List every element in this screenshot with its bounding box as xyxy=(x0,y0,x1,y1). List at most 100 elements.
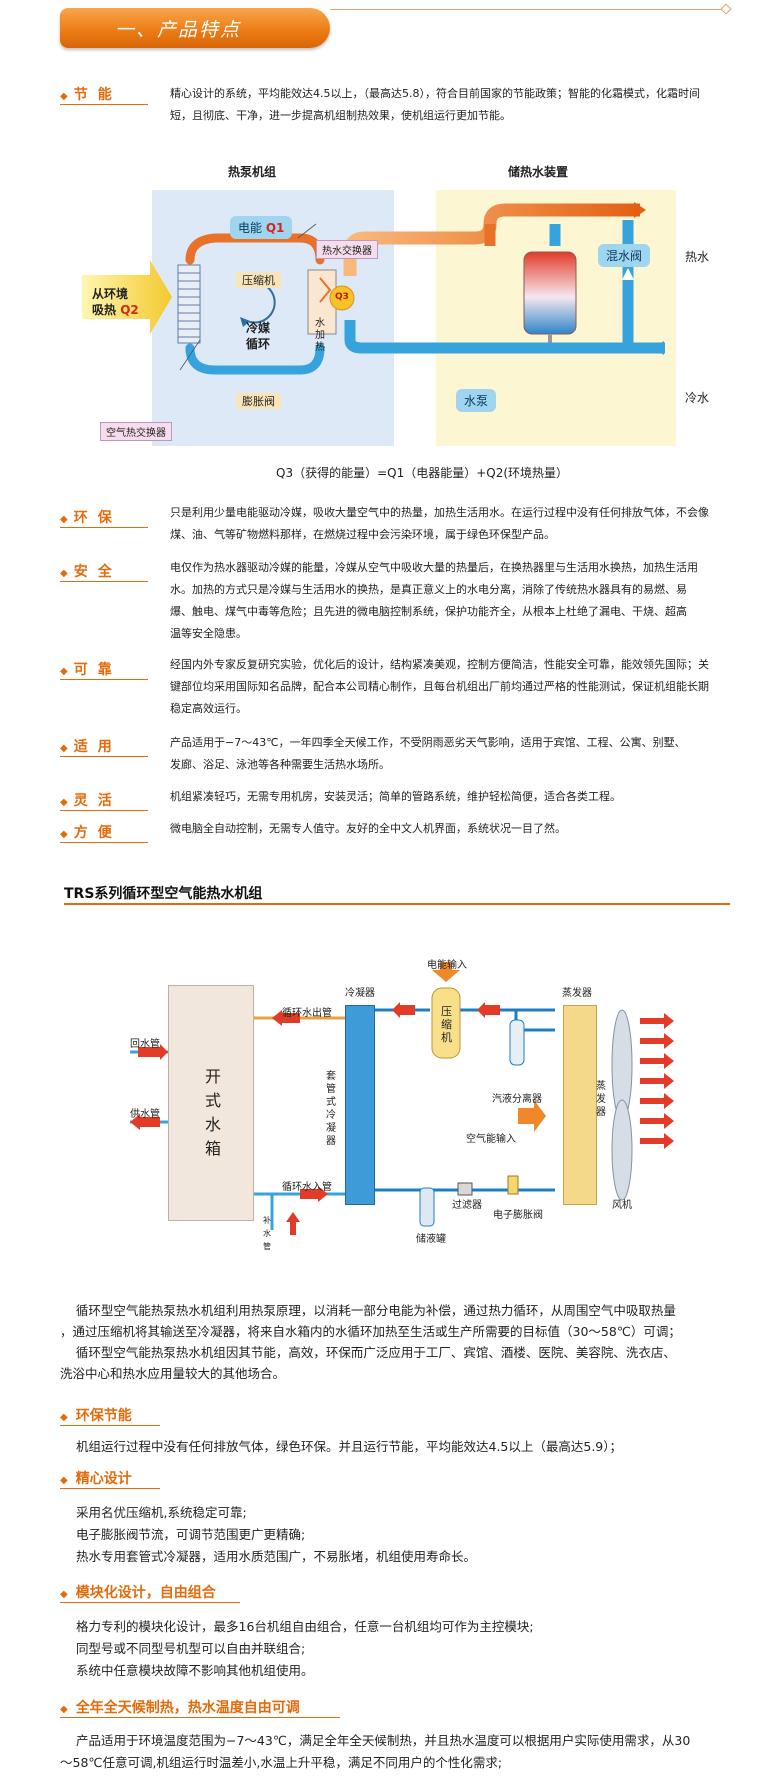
filter-label: 过滤器 xyxy=(452,1200,482,1211)
evaporator-block xyxy=(563,1005,597,1205)
env-line: 从环境 xyxy=(92,287,129,301)
feature-underline xyxy=(60,104,148,105)
text-line: 稳定高效运行。 xyxy=(170,702,247,715)
feature-text-energy: 精心设计的系统，平均能效达4.5以上，（最高达5.8），符合目前国家的节能政策；… xyxy=(170,83,725,127)
q1-label: Q1 xyxy=(265,221,285,235)
feature-underline xyxy=(60,842,148,843)
cold-refrigerant-pipe xyxy=(185,343,325,375)
exhaust-arrows xyxy=(640,1013,674,1149)
subsection-title: 模块化设计，自由组合 xyxy=(75,1585,216,1601)
tube-condenser-label: 套管式冷凝器 xyxy=(326,1071,336,1147)
text-line: 发廊、浴足、泳池等各种需要生活热水场所。 xyxy=(170,758,390,771)
mixing-valve-tag: 混水阀 xyxy=(598,244,651,267)
subsection-rule xyxy=(60,1717,340,1718)
water-storage-title: 储热水装置 xyxy=(508,165,569,179)
diamond-bullet-icon: ◆ xyxy=(60,1704,68,1715)
expansion-valve-unit xyxy=(507,1175,519,1195)
air-input-arrow xyxy=(518,1100,546,1132)
subsection-design-text: 采用名优压缩机,系统稳定可靠; 电子膨胀阀节流，可调节范围更广更精确; 热水专用… xyxy=(76,1502,736,1568)
feature-text-eco: 只是利用少量电能驱动冷媒，吸收大量空气中的热量，加热生活用水。在运行过程中没有任… xyxy=(170,502,725,546)
text-line: ，通过压缩机将其输送至冷凝器，将来自水箱内的水循环加热至生活或生产所需要的目标值… xyxy=(60,1324,681,1339)
text-line: 采用名优压缩机,系统稳定可靠; xyxy=(76,1505,247,1520)
text-line: 电子膨胀阀节流，可调节范围更广更精确; xyxy=(76,1527,306,1542)
feature-underline xyxy=(60,527,148,528)
receiver-label: 储液罐 xyxy=(416,1234,446,1245)
feature-text-flexible: 机组紧凑轻巧，无需专用机房，安装灵活；简单的管路系统，维护轻松简便，适合各类工程… xyxy=(170,786,725,808)
condenser-label: 冷凝器 xyxy=(345,988,375,999)
subsection-allyear-text: 产品适用于环境温度范围为−7～43℃，满足全年全天候制热，并且热水温度可以根据用… xyxy=(60,1730,720,1774)
feature-label-text: 方便 xyxy=(73,825,122,841)
hot-refrigerant-pipe xyxy=(185,233,325,265)
subsection-rule xyxy=(60,1425,160,1426)
air-exchanger-coil xyxy=(177,264,201,344)
trs-series-title: TRS系列循环型空气能热水机组 xyxy=(64,886,263,902)
env-line: 吸热 xyxy=(92,303,117,317)
subsection-title: 精心设计 xyxy=(75,1471,132,1487)
section-header-band xyxy=(60,8,330,48)
filter-unit xyxy=(457,1182,473,1196)
text-line: 格力专利的模块化设计，最多16台机组自由组合，任意一台机组均可作为主控模块; xyxy=(76,1619,534,1634)
subsection-title: 环保节能 xyxy=(75,1408,132,1424)
subsection-modular-heading: ◆ 模块化设计，自由组合 xyxy=(60,1582,216,1602)
cold-water-label: 冷水 xyxy=(685,391,710,405)
text-line: 循环型空气能热泵热水机组利用热泵原理，以消耗一部分电能为补偿，通过热力循环，从周… xyxy=(60,1303,676,1318)
diamond-bullet-icon: ◆ xyxy=(60,666,68,677)
text-line: 水。加热的方式只是冷媒与生活用水的换热，是真正意义上的水电分离，消除了传统热水器… xyxy=(170,583,687,596)
env-heat-label: 从环境 吸热 Q2 xyxy=(92,286,139,318)
evaporator-title-label: 蒸发器 xyxy=(562,988,592,999)
feature-label-convenient: ◆ 方便 xyxy=(60,822,150,842)
return-pipe-label: 回水管 xyxy=(130,1039,160,1050)
text-line: 煤、油、气等矿物燃料那样，在燃烧过程中会污染环境，属于绿色环保型产品。 xyxy=(170,528,555,541)
text-line: 产品适用于−7～43℃，一年四季全天候工作，不受阴雨恶劣天气影响，适用于宾馆、工… xyxy=(170,736,686,749)
subsection-modular-text: 格力专利的模块化设计，最多16台机组自由组合，任意一台机组均可作为主控模块; 同… xyxy=(76,1616,736,1682)
text-line: 经国内外专家反复研究实验，优化后的设计，结构紧凑美观，控制方便简洁，性能安全可靠… xyxy=(170,658,709,671)
diamond-bullet-icon: ◆ xyxy=(60,1589,68,1600)
feature-label-text: 灵活 xyxy=(73,793,122,809)
cycle-in-label: 循环水入管 xyxy=(282,1182,332,1193)
diamond-bullet-icon: ◆ xyxy=(60,568,68,579)
q3-badge xyxy=(329,285,355,311)
text-line: 系统中任意模块故障不影响其他机组使用。 xyxy=(76,1663,314,1678)
cold-water-arrow xyxy=(652,341,664,355)
section-title: 一、产品特点 xyxy=(115,19,242,41)
return-arrow xyxy=(138,1044,168,1060)
text-line: 精心设计的系统，平均能效达4.5以上，（最高达5.8），符合目前国家的节能政策；… xyxy=(170,87,700,100)
heat-pump-diagram xyxy=(82,202,665,375)
section-rule xyxy=(64,903,730,905)
cycle-line: 冷媒 xyxy=(246,321,271,335)
diamond-bullet-icon: ◆ xyxy=(60,1475,68,1486)
feature-label-applicable: ◆适用 xyxy=(60,736,150,756)
cold-water-pipe xyxy=(344,320,665,354)
subsection-rule xyxy=(60,1488,160,1489)
compressor-label-2: 压缩机 xyxy=(441,1005,452,1044)
power-input-label: 电能输入 xyxy=(427,960,467,971)
feature-label-reliable: ◆ 可靠 xyxy=(60,659,150,679)
feature-label-energy: ◆节能 xyxy=(60,84,150,104)
subsection-eco-heading: ◆环保节能 xyxy=(60,1405,132,1425)
header-rule xyxy=(330,9,728,10)
compressor-unit xyxy=(431,987,461,1059)
text-line: ～58℃任意可调,机组运行时温差小,水温上升平稳，满足不同用户的个性化需求; xyxy=(60,1755,503,1770)
fan-blade-bottom xyxy=(611,1099,633,1201)
condenser-block xyxy=(345,1005,375,1205)
text-line: 同型号或不同型号机型可以自由并联组合; xyxy=(76,1641,306,1656)
supply-arrow xyxy=(130,1114,160,1130)
diamond-bullet-icon: ◆ xyxy=(60,91,68,102)
text-line: 键部位均采用国际知名品牌，配合本公司精心制作，且每台机组出厂前均通过严格的性能测… xyxy=(170,680,709,693)
text-line: 热水专用套管式冷凝器，适用水质范围广，不易胀堵，机组使用寿命长。 xyxy=(76,1549,477,1564)
air-input-label: 空气能输入 xyxy=(466,1134,516,1145)
water-pump-tag: 水泵 xyxy=(456,389,497,412)
fan-label: 风机 xyxy=(612,1200,632,1211)
diamond-bullet-icon: ◆ xyxy=(60,829,68,840)
feature-label-text: 可靠 xyxy=(73,662,122,678)
feature-text-convenient: 微电脑全自动控制，无需专人值守。友好的全中文人机界面，系统状况一目了然。 xyxy=(170,818,725,840)
cycle-out-label: 循环水出管 xyxy=(282,1008,332,1019)
gas-liquid-separator xyxy=(509,1019,525,1066)
expansion-valve-label-2: 电子膨胀阀 xyxy=(493,1210,543,1221)
refill-pipe-label: 补水管 xyxy=(263,1216,271,1251)
subsection-title: 全年全天候制热，热水温度自由可调 xyxy=(75,1700,300,1716)
diamond-bullet-icon: ◆ xyxy=(60,743,68,754)
gas-liquid-separator-label: 汽液分离器 xyxy=(492,1094,542,1105)
feature-text-applicable: 产品适用于−7～43℃，一年四季全天候工作，不受阴雨恶劣天气影响，适用于宾馆、工… xyxy=(170,732,725,776)
text-line: 循环型空气能热泵热水机组因其节能，高效，环保而广泛应用于工厂、宾馆、酒楼、医院、… xyxy=(60,1345,676,1360)
